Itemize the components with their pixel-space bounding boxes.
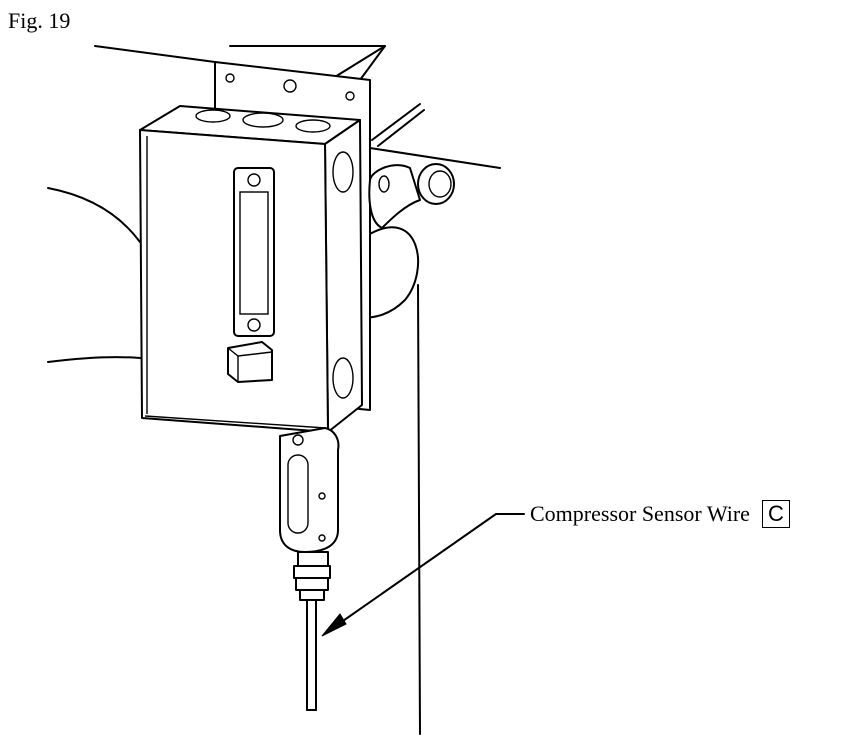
bottom-conduit-fitting [279, 427, 340, 553]
callout-leader-arrow [321, 513, 525, 637]
left-pipes [47, 187, 141, 363]
side-knockout-bottom [332, 357, 354, 399]
callout-badge: C [761, 500, 790, 528]
probe-rod [371, 103, 425, 147]
figure-label: Fig. 19 [8, 8, 71, 33]
knockout-holes [195, 109, 331, 133]
callout-label: Compressor Sensor Wire C [530, 500, 790, 528]
sensor-wire [306, 599, 317, 711]
vertical-lead-line [417, 284, 421, 735]
reset-button [227, 341, 273, 383]
callout-text: Compressor Sensor Wire [530, 501, 750, 526]
cable-gland [293, 551, 331, 601]
elbow-fitting [368, 163, 455, 229]
front-slot-plate [233, 167, 275, 337]
tubing-loop [359, 226, 419, 319]
side-knockout-top [332, 151, 354, 193]
box-side-face [324, 119, 363, 433]
mounting-frame-lines [94, 45, 501, 169]
